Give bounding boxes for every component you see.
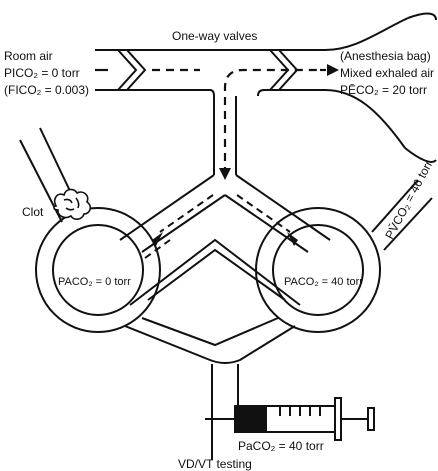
flow-arrow-icon: [144, 194, 291, 259]
syringe-paco2-label: PaCO₂ = 40 torr: [238, 439, 324, 453]
clot-label: Clot: [22, 205, 44, 219]
clot-icon: [53, 188, 92, 220]
pico2-label: PICO₂ = 0 torr: [4, 66, 80, 80]
left-paco2-label: PACO₂ = 0 torr: [58, 276, 131, 288]
vd-vt-testing-label: VD/VT testing: [178, 457, 252, 471]
flow-arrow-icon: [152, 232, 163, 246]
flow-arrow-icon: [95, 68, 326, 175]
capillary-loop: [124, 238, 301, 364]
room-air-label: Room air: [4, 49, 53, 63]
outflow-vessel: [211, 364, 239, 460]
right-vein-tube: [371, 179, 433, 251]
flow-arrow-icon: [219, 168, 231, 180]
anesthesia-bag-label: (Anesthesia bag): [340, 49, 431, 63]
left-alveolus: [35, 207, 161, 333]
right-paco2-label: PACO₂ = 40 torr: [284, 276, 363, 288]
peco2-label: PĒCO₂ = 20 torr: [340, 83, 427, 97]
mixed-exhaled-air-label: Mixed exhaled air: [340, 66, 434, 80]
right-alveolus: [255, 207, 381, 333]
pvco2-label: PV̄CO₂ = 46 torr: [382, 158, 435, 241]
main-airway: [95, 12, 437, 163]
flow-arrow-icon: [327, 64, 339, 76]
fico2-label: (FICO₂ = 0.003): [4, 83, 89, 97]
airway-stem: [213, 96, 237, 175]
syringe-icon: [205, 397, 375, 441]
one-way-valves-label: One-way valves: [172, 29, 257, 43]
